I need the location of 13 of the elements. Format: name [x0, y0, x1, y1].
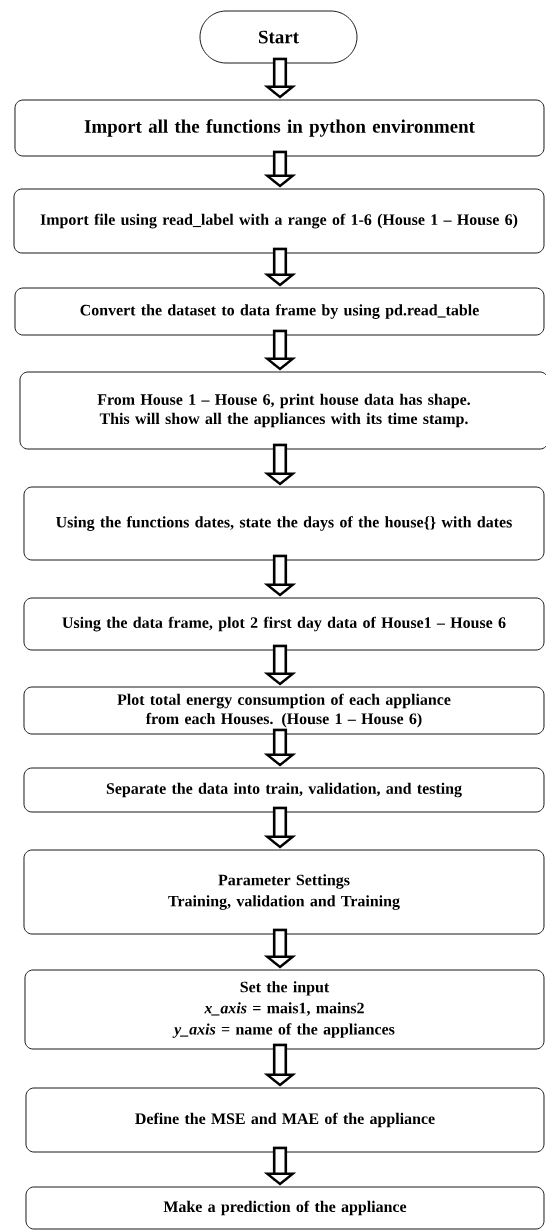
- process-box: Define the MSE and MAE of the appliance: [25, 1087, 545, 1153]
- process-box: Separate the data into train, validation, and testing: [23, 767, 545, 813]
- process-box: Make a prediction of the appliance: [25, 1186, 545, 1230]
- start-terminal: Start: [199, 10, 358, 64]
- process-box: Using the data frame, plot 2 first day data of House1 – House 6: [23, 597, 545, 651]
- process-box: Import all the functions in python environment: [14, 99, 545, 157]
- process-box: Using the functions dates, state the days of the house{} with dates: [23, 486, 545, 561]
- process-box: Set the input x_axis = mais1, mains2 y_axis = name of the appliances: [24, 969, 545, 1050]
- process-box: Parameter Settings Training, validation and Training: [23, 849, 545, 935]
- process-box: Convert the dataset to data frame by using pd.read_table: [14, 287, 545, 336]
- process-box: Import file using read_label with a range of 1-6 (House 1 – House 6): [13, 188, 545, 254]
- process-box: Plot total energy consumption of each appliance from each Houses. (House 1 – House 6): [23, 686, 545, 735]
- process-box: From House 1 – House 6, print house data has shape. This will show all the appliances with its time stamp.: [19, 371, 546, 450]
